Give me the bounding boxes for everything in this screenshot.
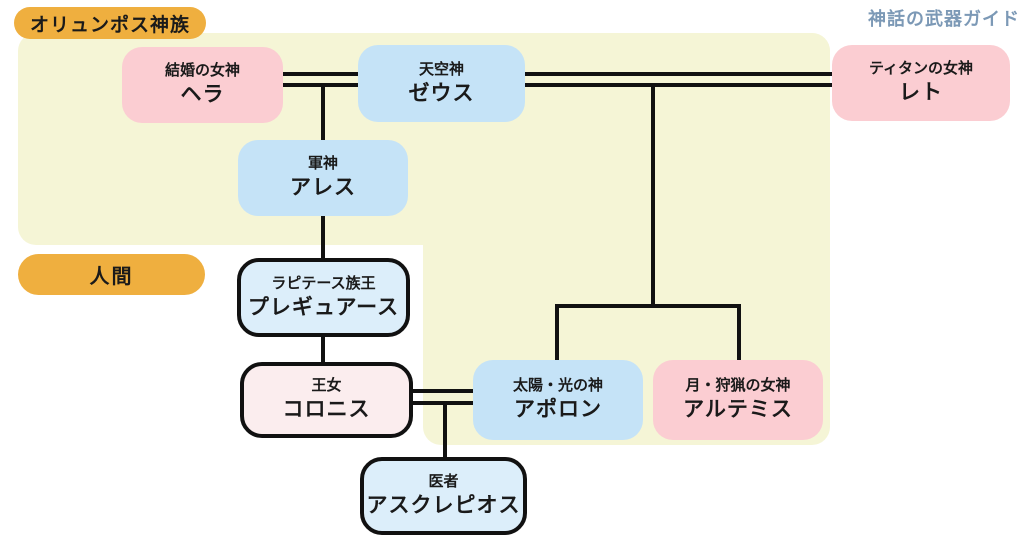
node-ares-name: アレス	[290, 175, 356, 200]
node-apollo-role: 太陽・光の神	[512, 376, 603, 395]
node-asclepius-role: 医者	[428, 472, 459, 491]
node-asclepius-name: アスクレピオス	[366, 493, 521, 518]
node-zeus-role: 天空神	[418, 59, 464, 78]
edge-phlegyas-to-coronis	[321, 337, 325, 362]
edge-hera-zeus-marriage-line-1	[283, 72, 358, 76]
edge-herazeus-to-ares	[321, 85, 325, 140]
node-leto-role: ティタンの女神	[868, 59, 974, 78]
edge-zeus-leto-marriage-line-1	[525, 72, 832, 76]
site-title: 神話の武器ガイド	[868, 9, 1020, 30]
node-ares: 軍神 アレス	[238, 140, 408, 216]
edge-apollo-artemis-sibling-bar	[555, 304, 741, 308]
node-zeus: 天空神 ゼウス	[358, 45, 525, 122]
node-artemis-role: 月・狩猟の女神	[685, 376, 791, 395]
edge-to-apollo	[555, 304, 559, 360]
node-artemis: 月・狩猟の女神 アルテミス	[653, 360, 823, 440]
node-phlegyas: ラピテース族王 プレギュアース	[237, 258, 410, 337]
node-asclepius: 医者 アスクレピオス	[360, 457, 527, 535]
node-phlegyas-name: プレギュアース	[247, 294, 400, 319]
edge-to-artemis	[737, 304, 741, 360]
node-hera-role: 結婚の女神	[164, 61, 240, 80]
node-leto: ティタンの女神 レト	[832, 45, 1010, 121]
node-apollo: 太陽・光の神 アポロン	[473, 360, 643, 440]
edge-zeusleto-descent	[651, 85, 655, 308]
node-ares-role: 軍神	[307, 154, 338, 173]
edge-ares-to-phlegyas	[321, 216, 325, 258]
node-apollo-name: アポロン	[514, 397, 602, 422]
node-hera-name: ヘラ	[180, 82, 225, 107]
node-phlegyas-role: ラピテース族王	[271, 273, 376, 292]
edge-coronis-apollo-marriage-line-1	[413, 389, 473, 393]
node-leto-name: レト	[899, 80, 943, 105]
node-coronis: 王女 コロニス	[240, 362, 413, 438]
node-coronis-name: コロニス	[282, 397, 371, 422]
node-artemis-name: アルテミス	[683, 397, 793, 422]
edge-to-asclepius	[443, 401, 447, 457]
edge-hera-zeus-marriage-line-2	[283, 83, 358, 87]
legend-olympian-gods-badge: オリュンポス神族	[14, 7, 206, 39]
edge-zeus-leto-marriage-line-2	[525, 83, 832, 87]
node-zeus-name: ゼウス	[408, 80, 475, 105]
legend-human-badge: 人間	[18, 254, 205, 295]
node-hera: 結婚の女神 ヘラ	[122, 47, 283, 123]
node-coronis-role: 王女	[311, 376, 342, 395]
